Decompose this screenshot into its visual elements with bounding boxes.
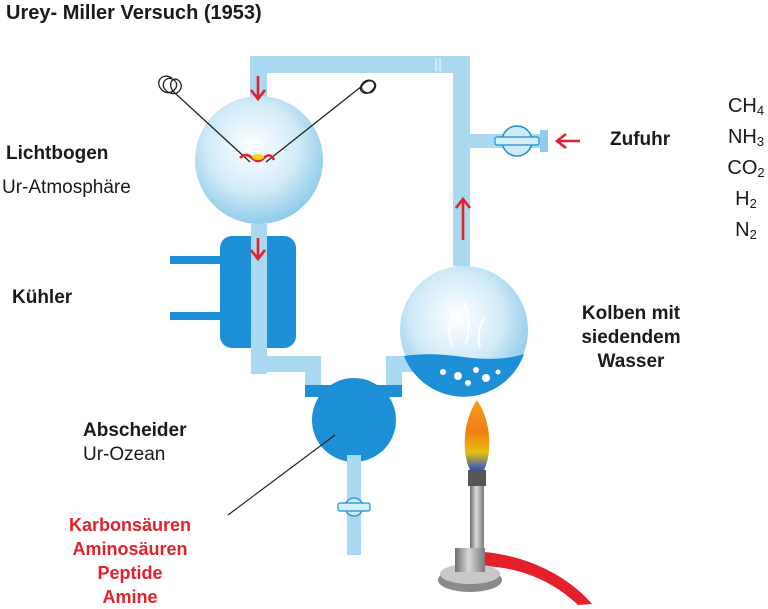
gas-list: CH4 NH3 CO2 H2 N2	[722, 93, 768, 248]
label-ur-atmosphaere: Ur-Atmosphäre	[2, 177, 131, 198]
label-lichtbogen: Lichtbogen	[6, 143, 109, 164]
boiling-flask	[400, 266, 528, 397]
gas-item: H2	[735, 188, 757, 211]
label-kolben-line2: siedendem	[581, 327, 681, 348]
page-title: Urey- Miller Versuch (1953)	[6, 2, 262, 24]
label-kuehler: Kühler	[12, 287, 73, 308]
product-item: Karbonsäuren	[68, 515, 192, 535]
gas-item: CH4	[727, 95, 765, 118]
label-ur-ozean: Ur-Ozean	[83, 444, 166, 465]
electrodes	[158, 75, 377, 163]
label-abscheider: Abscheider	[83, 420, 187, 441]
label-kolben-line1: Kolben mit	[581, 303, 681, 324]
label-kolben: Kolben mit siedendem Wasser	[570, 302, 692, 374]
gas-item: NH3	[727, 126, 765, 149]
label-kolben-line3: Wasser	[597, 351, 665, 372]
gas-item: CO2	[727, 157, 765, 180]
spark	[239, 153, 276, 163]
products-list: Karbonsäuren Aminosäuren Peptide Amine	[50, 513, 210, 609]
flow-arrows	[249, 76, 580, 262]
separator	[305, 378, 402, 555]
bunsen-burner	[438, 400, 592, 605]
label-zufuhr: Zufuhr	[610, 129, 671, 150]
product-item: Peptide	[97, 563, 163, 583]
inlet-valve	[470, 125, 548, 157]
product-item: Amine	[102, 587, 158, 607]
gas-item: N2	[735, 219, 757, 242]
product-item: Aminosäuren	[72, 539, 188, 559]
pointer-line	[227, 434, 336, 516]
condenser	[170, 224, 296, 374]
